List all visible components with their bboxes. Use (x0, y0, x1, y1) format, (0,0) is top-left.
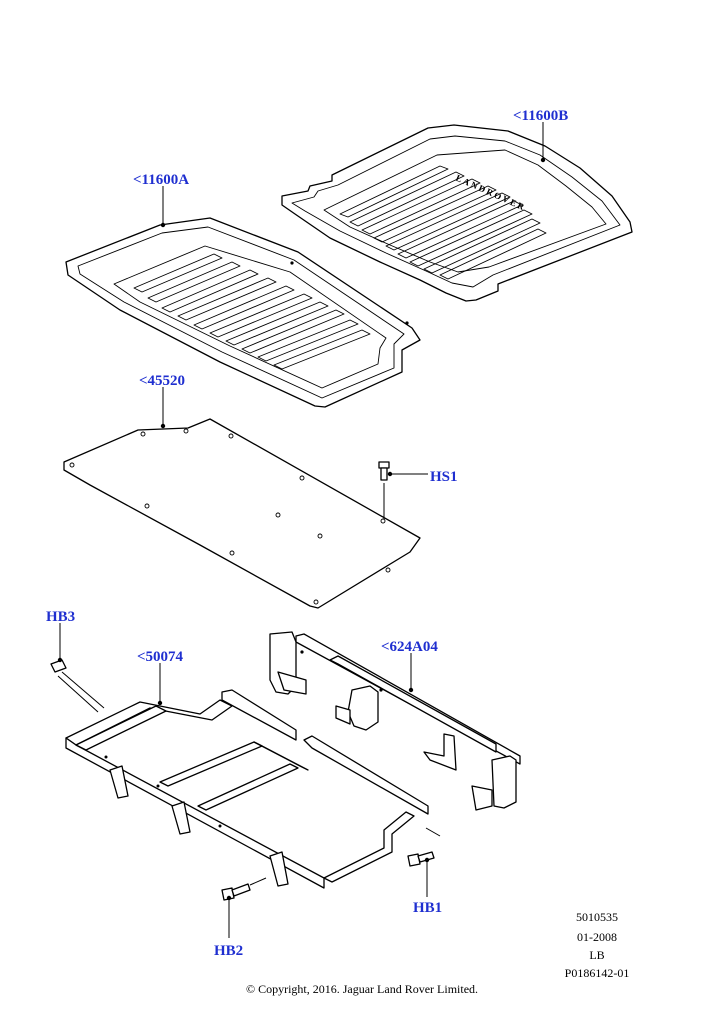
callout-hb1: HB1 (413, 900, 442, 916)
drawing-market-code: LB (589, 948, 605, 962)
callout-624a04: <624A04 (381, 639, 438, 655)
seat-mechanism-frame-624a04 (269, 631, 521, 811)
bolt-hs1 (378, 461, 390, 519)
callout-hb3: HB3 (46, 609, 75, 625)
bolt-hb2 (221, 877, 267, 901)
bolt-hb1 (407, 827, 441, 867)
callout-hs1: HS1 (430, 469, 458, 485)
drawing-number: 5010535 (576, 910, 618, 924)
callout-11600a: <11600A (133, 172, 189, 188)
floor-mat-11600a (65, 217, 421, 408)
callout-11600b: <11600B (513, 108, 568, 124)
callout-hb2: HB2 (214, 943, 243, 959)
mat-ribs-11600a (133, 253, 371, 370)
callout-leaders (57, 122, 546, 938)
callout-labels: <11600B <11600A <45520 HS1 HB3 <50074 <6… (46, 108, 568, 959)
bolt-hb3 (50, 659, 105, 713)
panel-mounting-holes (69, 428, 391, 605)
copyright-notice: © Copyright, 2016. Jaguar Land Rover Lim… (245, 982, 479, 996)
callout-50074: <50074 (137, 649, 184, 665)
load-floor-panel-45520 (63, 418, 421, 609)
callout-45520: <45520 (139, 373, 185, 389)
drawing-date: 01-2008 (577, 930, 617, 944)
floor-mat-11600b: LANDROVER (281, 124, 633, 302)
mat-ribs-11600b (339, 165, 547, 280)
drawing-reference: P0186142-01 (564, 966, 630, 980)
seat-frame-50074 (65, 689, 429, 889)
